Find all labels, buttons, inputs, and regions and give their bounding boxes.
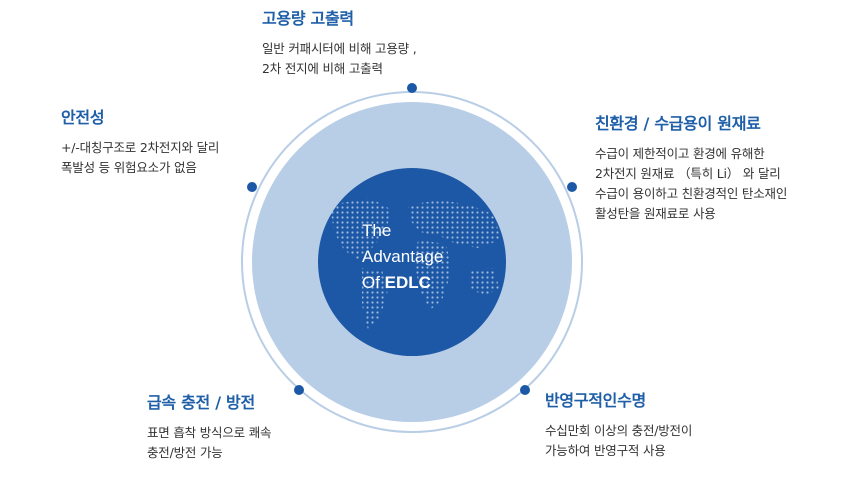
feature-desc-line: 가능하여 반영구적 사용 — [545, 443, 666, 458]
feature-title: 친환경 / 수급용이 원재료 — [595, 114, 761, 133]
feature-high-capacity: 고용량 고출력 일반 커패시터에 비해 고용량 , 2차 전지에 비해 고출력 — [262, 5, 417, 79]
feature-desc-line: 일반 커패시터에 비해 고용량 , — [262, 41, 417, 56]
world-map-dots — [330, 198, 500, 330]
bottom-left-marker-dot — [294, 385, 304, 395]
feature-desc-line: 표면 흡착 방식으로 쾌속 — [147, 425, 272, 440]
feature-desc-line: 수급이 제한적이고 환경에 유해한 — [595, 146, 765, 161]
center-label-line2: Advantage — [362, 247, 444, 266]
center-label-line3: Of EDLC — [362, 270, 443, 296]
feature-desc-line: 수급이 용이하고 친환경적인 탄소재인 — [595, 186, 788, 201]
feature-desc-line: 충전/방전 가능 — [147, 445, 223, 460]
feature-desc-line: 활성탄을 원재료로 사용 — [595, 206, 716, 221]
center-label-line1: The — [362, 221, 392, 240]
feature-long-life: 반영구적인수명 수십만회 이상의 충전/방전이 가능하여 반영구적 사용 — [545, 387, 692, 461]
center-label-edlc: EDLC — [384, 273, 431, 292]
center-label: The Advantage Of EDLC — [362, 218, 443, 296]
feature-desc-line: 2차 전지에 비해 고출력 — [262, 61, 383, 76]
feature-title: 급속 충전 / 방전 — [147, 393, 255, 412]
feature-title: 안전성 — [61, 108, 105, 127]
feature-title: 고용량 고출력 — [262, 9, 354, 28]
feature-desc-line: +/-대칭구조로 2차전지와 달리 — [61, 140, 220, 155]
center-label-prefix: Of — [362, 273, 385, 292]
bottom-right-marker-dot — [520, 385, 530, 395]
feature-safety: 안전성 +/-대칭구조로 2차전지와 달리 폭발성 등 위험요소가 없음 — [61, 104, 219, 178]
top-right-marker-dot — [567, 182, 577, 192]
top-marker-dot — [407, 83, 417, 93]
feature-desc-line: 폭발성 등 위험요소가 없음 — [61, 160, 197, 175]
top-left-marker-dot — [247, 182, 257, 192]
feature-eco-material: 친환경 / 수급용이 원재료 수급이 제한적이고 환경에 유해한 2차전지 원재… — [595, 110, 787, 224]
feature-fast-charge: 급속 충전 / 방전 표면 흡착 방식으로 쾌속 충전/방전 가능 — [147, 389, 272, 463]
feature-desc-line: 수십만회 이상의 충전/방전이 — [545, 423, 693, 438]
feature-title: 반영구적인수명 — [545, 391, 646, 410]
feature-desc-line: 2차전지 원재료 （특히 Li） 와 달리 — [595, 166, 781, 181]
